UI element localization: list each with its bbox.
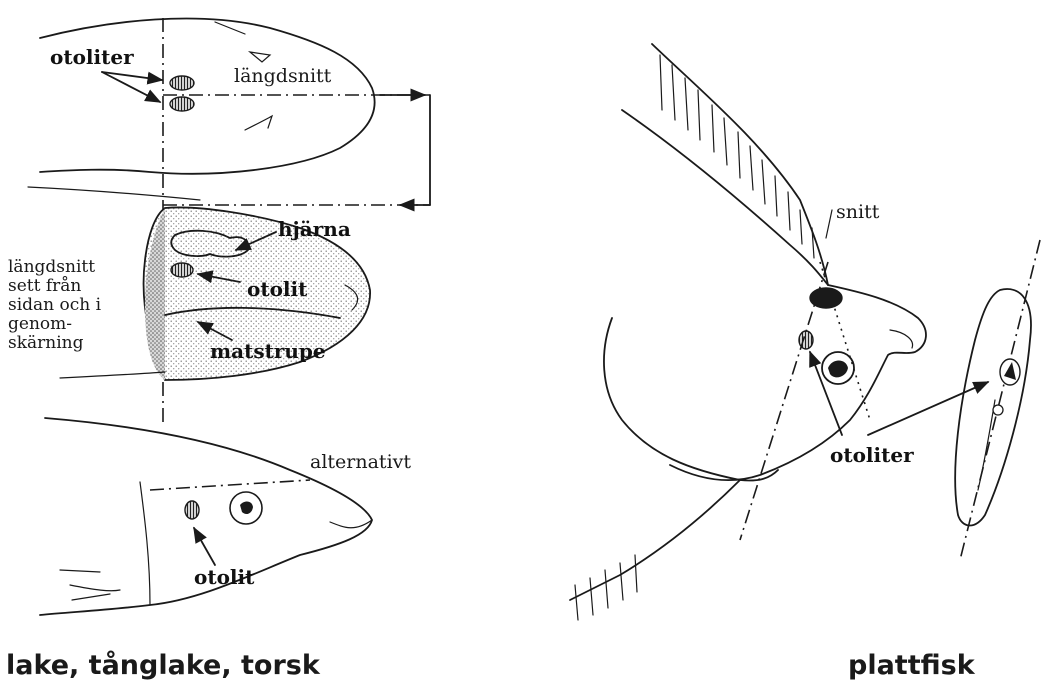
section-cut bbox=[955, 240, 1040, 560]
middle-head-section: hjärna otolit matstrupe längdsnitt sett … bbox=[8, 207, 370, 380]
eye-mark bbox=[250, 52, 270, 62]
lower-fin-marks bbox=[575, 555, 637, 620]
side-note-line: skärning bbox=[8, 333, 84, 353]
side-note-line: sidan och i bbox=[8, 295, 102, 315]
side-note-line: längdsnitt bbox=[8, 257, 95, 277]
label-otoliter-right: otoliter bbox=[830, 443, 914, 467]
caption-right: plattfisk bbox=[848, 650, 975, 681]
head-outline-top bbox=[40, 19, 375, 174]
bottom-head-lateral-view: alternativt otolit bbox=[40, 418, 411, 615]
label-otolit-bottom: otolit bbox=[194, 565, 255, 589]
upper-eye-icon bbox=[810, 288, 842, 308]
label-alternativt: alternativt bbox=[310, 451, 411, 473]
label-langdsnitt-top: längdsnitt bbox=[234, 65, 332, 87]
label-matstrupe: matstrupe bbox=[210, 339, 326, 363]
caption-left: lake, tånglake, torsk bbox=[6, 650, 320, 681]
otolith-icon bbox=[170, 97, 194, 111]
alternative-section-line bbox=[150, 480, 310, 490]
label-hjarna: hjärna bbox=[278, 217, 351, 241]
top-head-dorsal-view: otoliter längdsnitt bbox=[28, 19, 430, 205]
flatfish-upper-body bbox=[622, 44, 828, 285]
flatfish-body-outline bbox=[604, 318, 778, 481]
left-panel: otoliter längdsnitt hjärna otolit matstr… bbox=[8, 18, 430, 615]
side-note: längdsnitt sett från sidan och i genom- … bbox=[8, 257, 102, 353]
label-snitt: snitt bbox=[836, 201, 880, 223]
section-dark-edge bbox=[145, 208, 165, 380]
side-note-line: sett från bbox=[8, 276, 81, 296]
otolith-icon bbox=[170, 76, 194, 90]
label-otolit-mid: otolit bbox=[247, 277, 308, 301]
right-panel: snitt otoliter bbox=[570, 44, 1040, 620]
eye-mark bbox=[245, 116, 272, 130]
otolith-icon bbox=[171, 263, 193, 277]
label-otoliter-top: otoliter bbox=[50, 45, 134, 69]
otolith-icon bbox=[185, 501, 199, 519]
gill-marks bbox=[60, 570, 120, 600]
side-note-line: genom- bbox=[8, 314, 72, 334]
